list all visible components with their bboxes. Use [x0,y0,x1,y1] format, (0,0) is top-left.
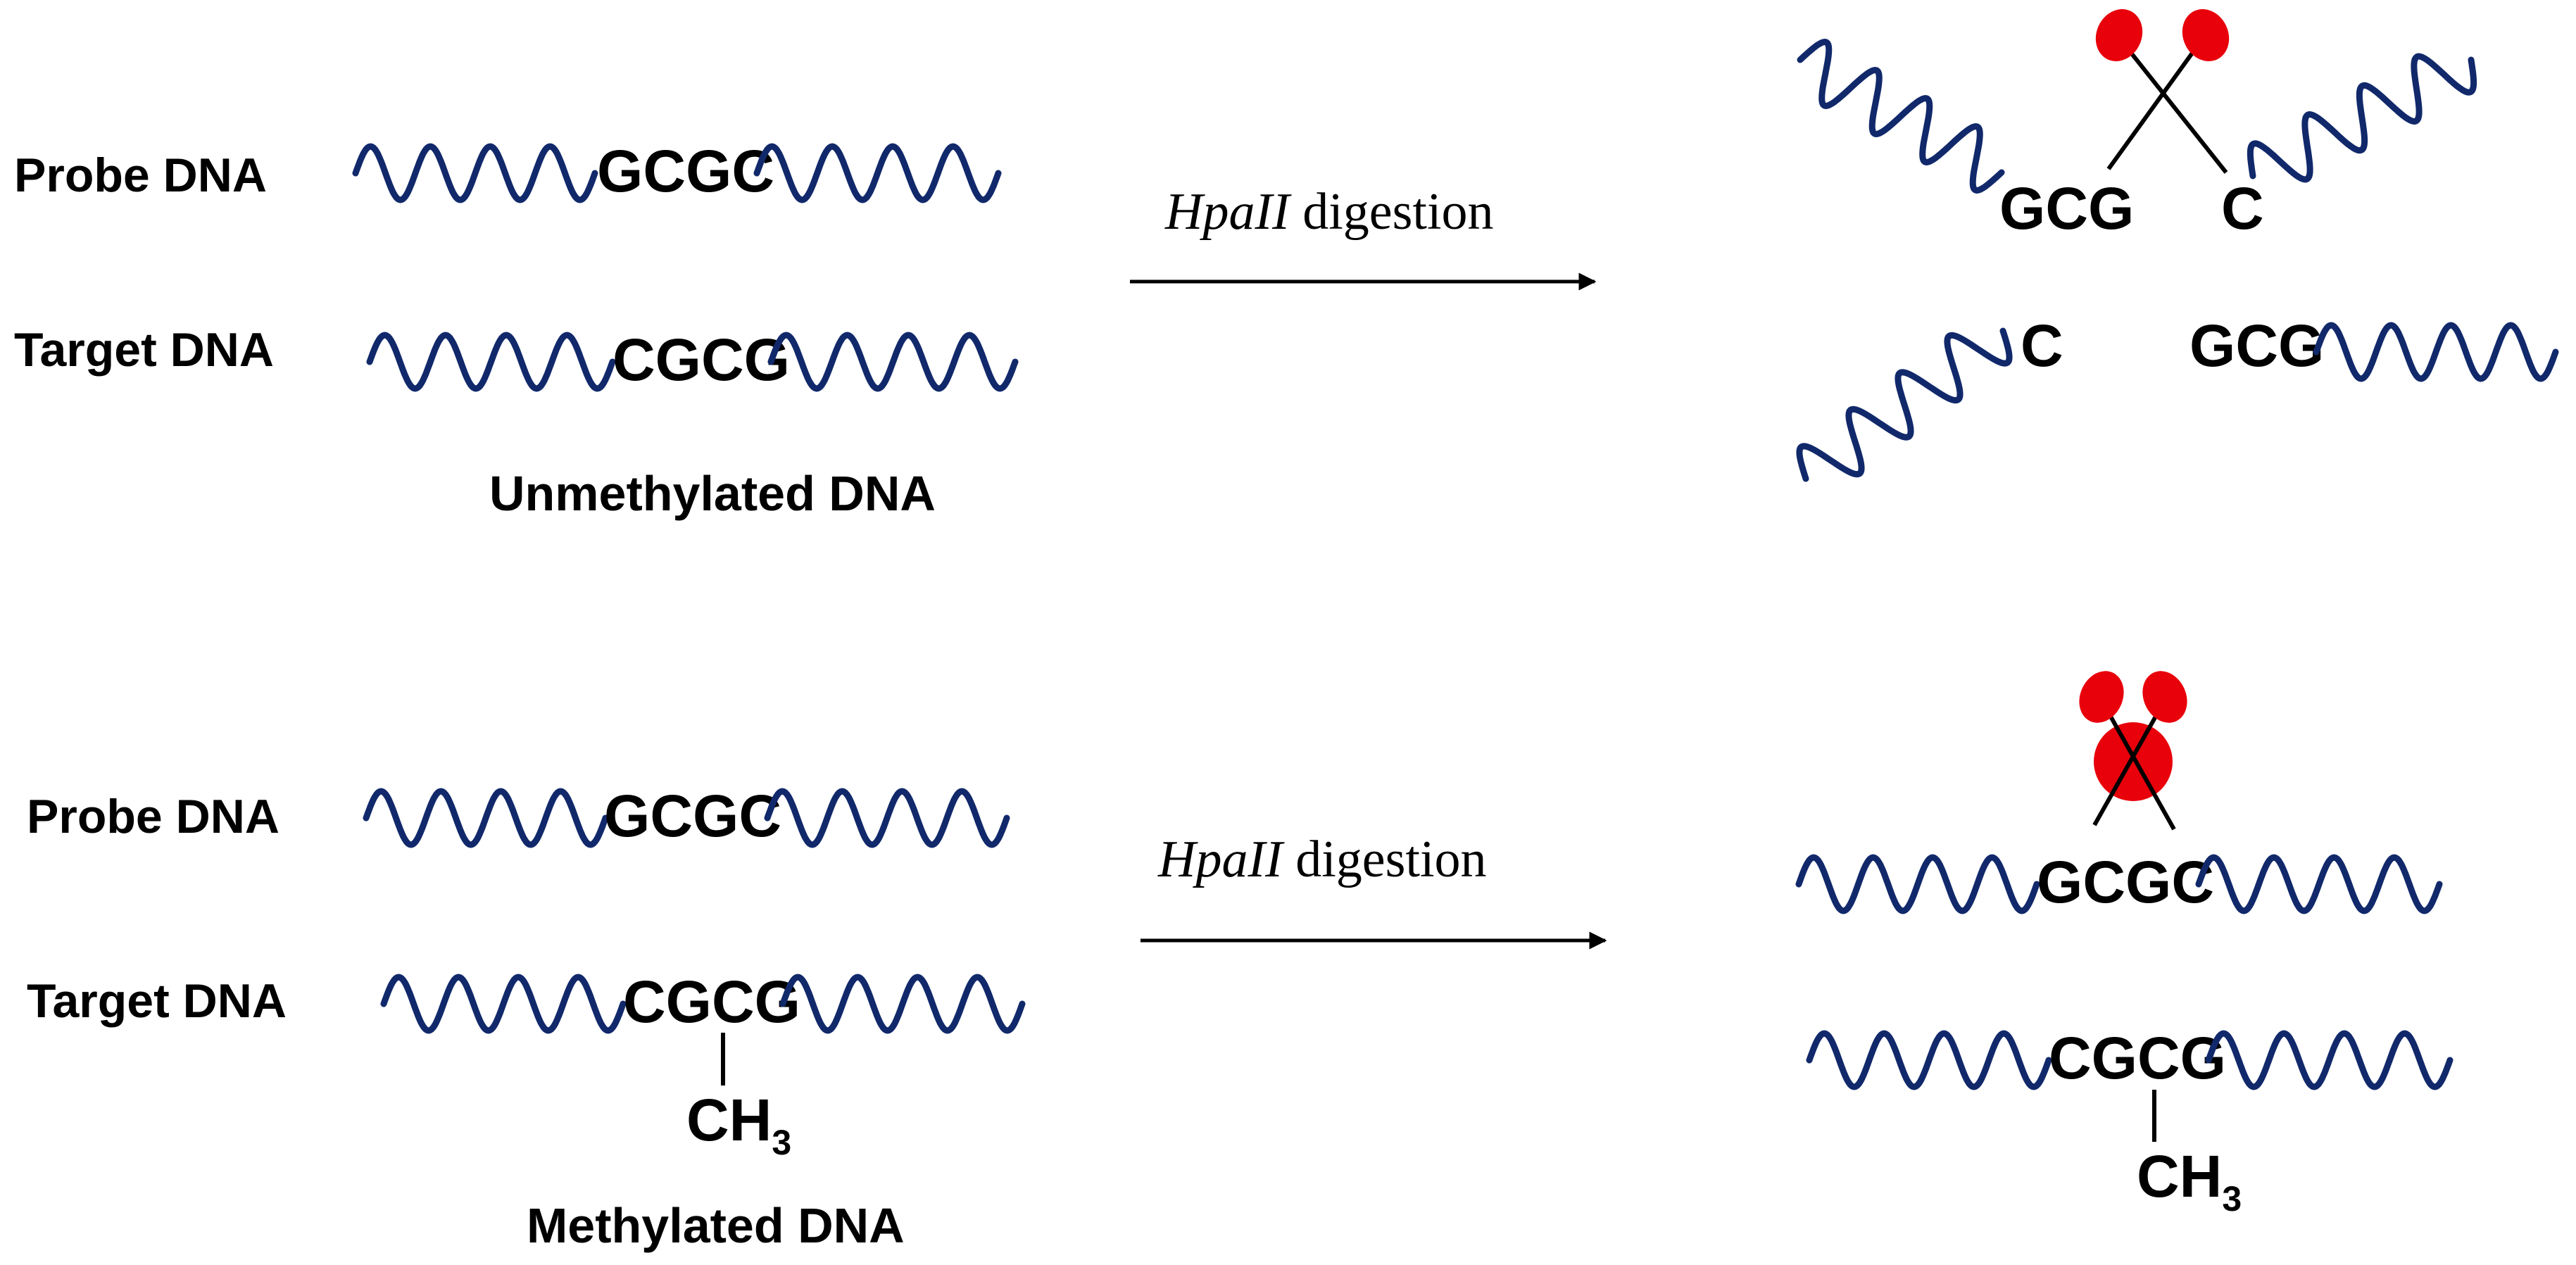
probe-strand-left-methylated [363,788,609,848]
intact-probe-right [2195,854,2443,914]
methylated-dna-caption: Methylated DNA [527,1198,905,1253]
probe-strand-right-methylated [764,788,1010,848]
methylated-panel: Probe DNA Target DNA GCGC CGCG CH3 Methy… [27,671,2454,1253]
target-fragment-left [1796,327,2013,482]
intact-methyl-sub: 3 [2222,1179,2242,1219]
bottom-enzyme-name: HpaII [1157,831,1285,888]
probe-fragment-right-label: C [2221,175,2264,241]
bottom-digestion-word: digestion [1283,831,1487,888]
probe-fragment-left-label: GCG [1999,175,2134,241]
target-strand-right [767,332,1019,392]
intact-target-left [1806,1030,2052,1090]
probe-site: GCGC [597,138,774,204]
block-circle [2094,722,2173,801]
intact-methyl-group: CH3 [2137,1143,2242,1219]
intact-probe-site: GCGC [2037,849,2214,915]
intact-probe-left [1795,854,2040,914]
probe-fragment-left [1797,39,2005,194]
probe-dna-label-methylated: Probe DNA [27,790,279,843]
probe-strand-right [753,143,1002,203]
target-site-methylated: CGCG [623,969,800,1035]
target-site: CGCG [612,327,790,393]
probe-dna-label: Probe DNA [14,149,267,202]
probe-fragment-right [2247,53,2477,183]
top-enzyme-name: HpaII [1164,183,1292,241]
top-digestion-label: HpaII digestion [1164,183,1494,241]
target-fragment-right [2313,322,2559,382]
top-digestion-word: digestion [1290,183,1494,241]
probe-site-methylated: GCGC [604,783,781,849]
methyl-group: CH3 [686,1087,791,1162]
unmethylated-panel: Probe DNA Target DNA GCGC CGCG Unmethyla… [14,9,2559,521]
intact-target-right [2205,1030,2454,1090]
intact-target-site: CGCG [2049,1025,2226,1091]
bottom-digestion-label: HpaII digestion [1157,831,1487,888]
target-strand-left-methylated [380,974,627,1034]
target-strand-left [366,332,616,392]
methyl-base: CH [686,1087,772,1153]
blocked-scissors-icon [2079,671,2187,831]
probe-strand-left [352,143,598,203]
target-strand-right-methylated [779,974,1026,1034]
intact-methyl-base: CH [2137,1143,2222,1209]
target-dna-label: Target DNA [14,323,274,377]
unmethylated-dna-caption: Unmethylated DNA [489,466,936,521]
target-fragment-right-label: GCG [2189,313,2324,379]
methyl-sub: 3 [772,1123,791,1162]
scissors-icon [2095,9,2230,174]
target-fragment-left-label: C [2021,313,2063,379]
target-dna-label-methylated: Target DNA [27,974,287,1028]
